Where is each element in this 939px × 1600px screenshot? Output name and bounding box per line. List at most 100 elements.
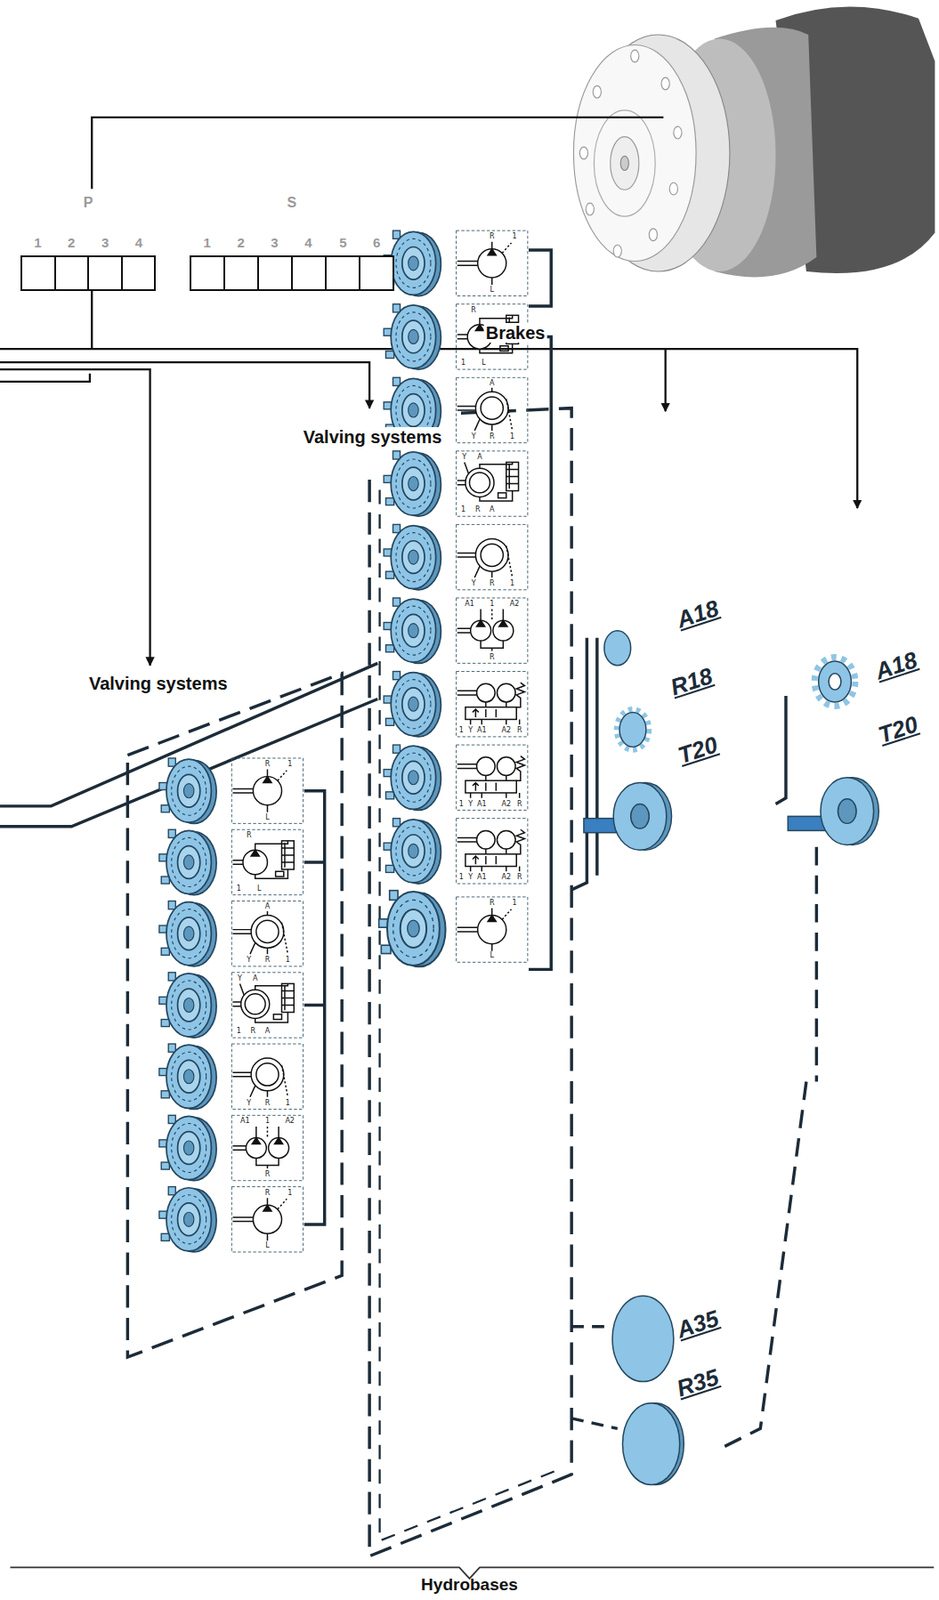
port-letter: R <box>250 1028 257 1036</box>
port-letter: 1 <box>461 506 466 514</box>
port-letter: 1 <box>459 801 464 809</box>
port-letter: A2 <box>501 874 512 882</box>
port-letter: Y <box>471 433 477 441</box>
port-letter: R <box>265 956 271 964</box>
port-letter: 1 <box>285 1100 291 1108</box>
position-number: 4 <box>304 235 312 251</box>
port-letter: A2 <box>501 727 512 735</box>
port-letter: L <box>265 814 269 822</box>
port-letter: 1 <box>461 359 466 367</box>
motor-illustration <box>573 6 935 277</box>
port-letter: A <box>489 380 494 388</box>
port-letter: Y <box>237 975 243 983</box>
part-code: A18 <box>872 647 921 685</box>
part-code: T20 <box>675 731 721 769</box>
port-letter: R <box>489 233 495 241</box>
port-letter: A1 <box>477 727 487 735</box>
port-letter: Y <box>468 874 473 882</box>
port-letter: 1 <box>459 874 464 882</box>
leader-lines <box>0 117 858 666</box>
port-letter: 1 <box>459 727 464 735</box>
port-letter: A <box>489 506 494 514</box>
position-number: 2 <box>236 235 244 251</box>
port-letter: A <box>477 453 482 462</box>
code-cells <box>189 255 394 292</box>
port-letter: R <box>265 1171 271 1179</box>
port-letter: A1 <box>240 1117 251 1126</box>
port-letter: L <box>257 885 261 893</box>
port-letter: R <box>246 832 252 840</box>
port-letter: R <box>517 874 523 882</box>
port-letter: L <box>265 1242 269 1250</box>
section-caption: Hydrobases <box>420 1575 519 1595</box>
port-letter: R <box>489 580 495 588</box>
code-cell <box>223 255 260 292</box>
code-cell <box>189 255 226 292</box>
port-letter: Y <box>246 1100 251 1108</box>
position-number: 3 <box>101 235 109 251</box>
position-number: 3 <box>270 235 278 251</box>
hydraulic-symbols <box>231 230 528 1253</box>
position-number: 1 <box>33 235 41 251</box>
port-letter: A <box>265 1028 270 1036</box>
brake-parts <box>583 631 879 1486</box>
port-letter: A2 <box>501 801 512 809</box>
port-letter: R <box>470 307 477 315</box>
port-letter: A1 <box>464 600 475 608</box>
port-letter: R <box>517 801 523 809</box>
port-letter: 1 <box>265 1117 270 1126</box>
code-cell <box>20 255 57 292</box>
port-letter: A2 <box>509 600 520 608</box>
group-heading: Brakes <box>484 323 548 343</box>
port-letter: 1 <box>287 1189 292 1198</box>
code-cells <box>20 255 157 292</box>
code-cell <box>54 255 90 292</box>
part-code: A35 <box>673 1305 722 1344</box>
port-letter: Y <box>468 727 473 735</box>
port-letter: R <box>489 433 495 441</box>
port-letter: R <box>265 1189 271 1198</box>
port-letter: 1 <box>511 899 517 907</box>
code-cell <box>358 255 395 292</box>
part-code: A18 <box>673 595 722 633</box>
position-number: 6 <box>372 235 381 251</box>
port-letter: R <box>489 899 495 907</box>
port-letter: R <box>265 760 271 769</box>
hydrobase-icons <box>159 230 446 1253</box>
group-heading: Valving systems <box>87 673 230 694</box>
port-letter: 1 <box>511 233 517 241</box>
port-letter: Y <box>471 580 477 588</box>
port-letter: A <box>265 903 270 911</box>
port-letter: A2 <box>284 1117 295 1126</box>
port-letter: L <box>489 952 494 960</box>
port-letter: 1 <box>236 885 242 893</box>
port-letter: R <box>489 654 495 662</box>
port-letter: A1 <box>477 801 487 809</box>
frame-lines <box>0 250 817 1557</box>
position-number: 1 <box>203 235 211 251</box>
group-heading: Valving systems <box>301 427 445 447</box>
code-cell <box>324 255 361 292</box>
code-cell <box>257 255 293 292</box>
port-letter: L <box>481 359 486 367</box>
port-letter: 1 <box>285 956 291 964</box>
position-number: 2 <box>67 235 75 251</box>
port-letter: 1 <box>489 600 494 608</box>
port-letter: 1 <box>509 580 515 588</box>
part-code: R18 <box>667 663 716 701</box>
part-code: R35 <box>673 1364 722 1402</box>
position-number: 5 <box>339 235 347 251</box>
port-letter: Y <box>246 956 251 964</box>
port-letter: 1 <box>287 760 292 769</box>
code-letter: S <box>189 192 394 214</box>
port-letter: R <box>265 1100 271 1108</box>
part-code: T20 <box>874 711 921 748</box>
code-letter: P <box>20 192 157 214</box>
port-letter: L <box>489 286 494 294</box>
code-cell <box>121 255 157 292</box>
code-cell <box>87 255 123 292</box>
code-box: S <box>189 192 394 292</box>
port-letter: R <box>517 727 523 735</box>
port-letter: 1 <box>236 1028 242 1036</box>
